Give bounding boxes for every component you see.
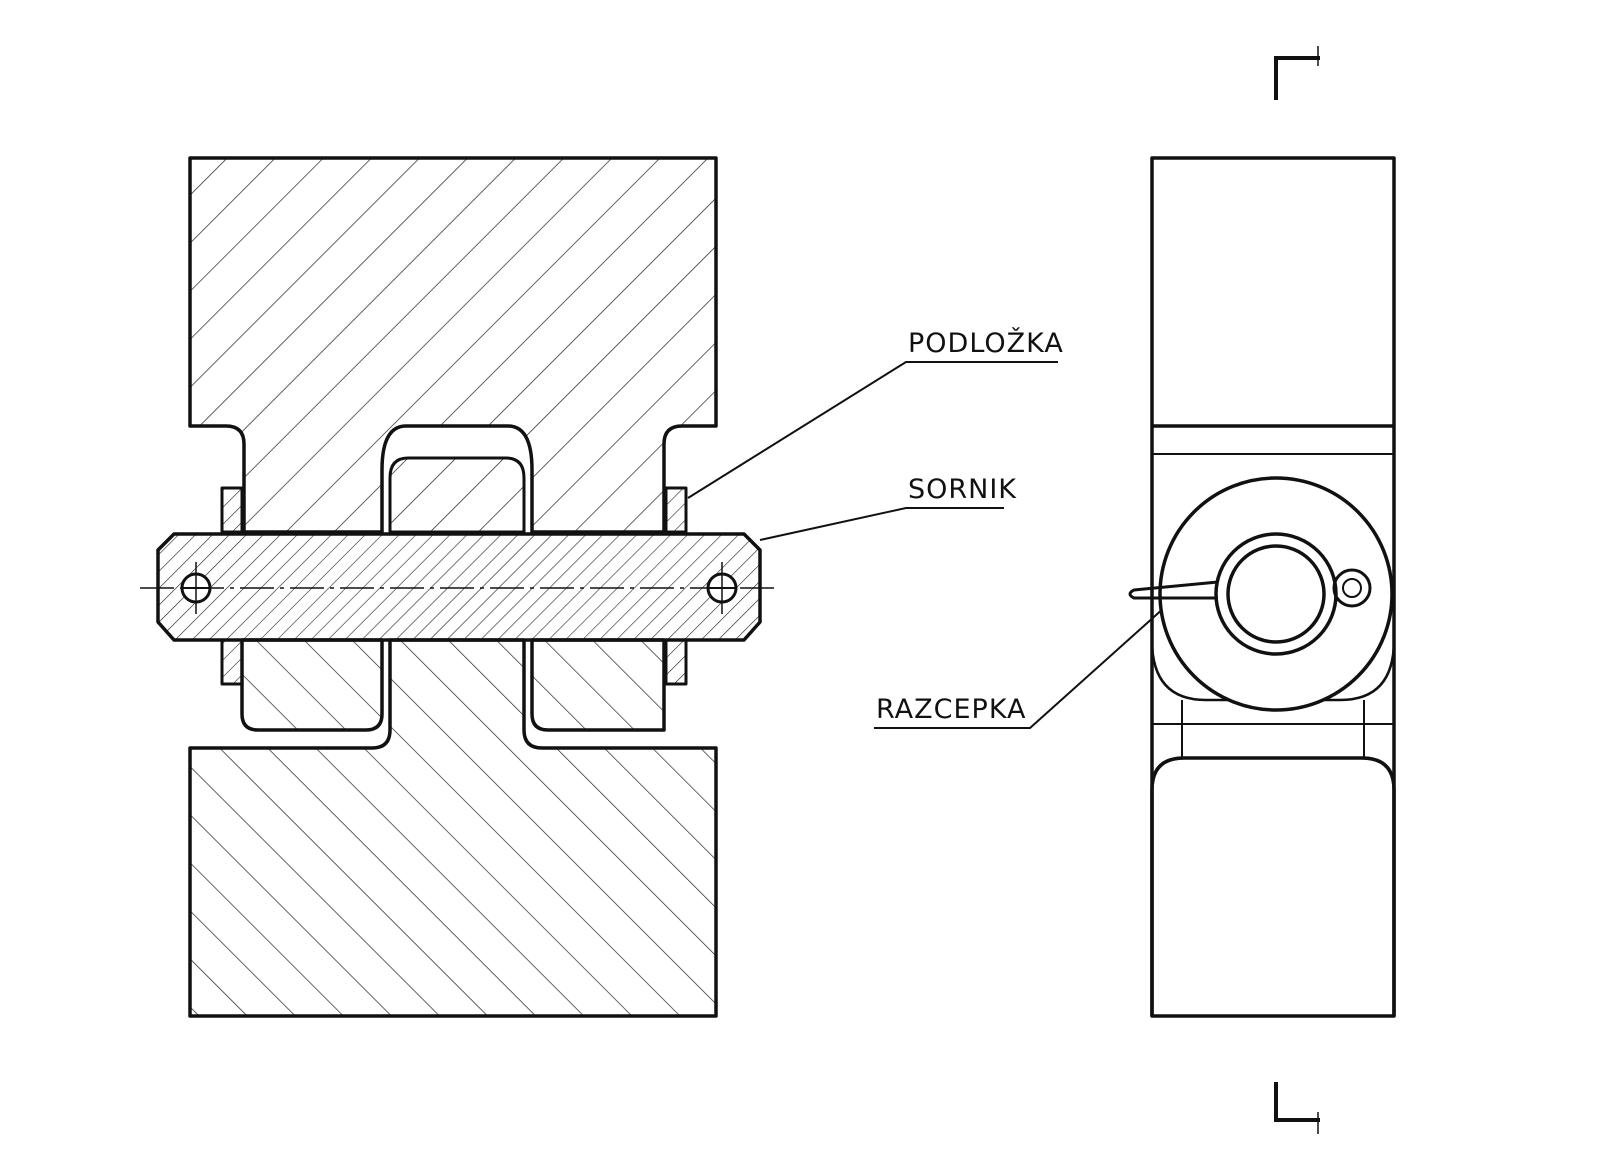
washer-right-bottom: [664, 638, 688, 686]
label-cotter-pin: RAZCEPKA: [876, 694, 1027, 725]
section-mark-bottom: [1274, 1082, 1320, 1122]
side-cotter-eye: [1332, 568, 1372, 608]
upper-tongue: [388, 456, 526, 534]
label-washer: PODLOŽKA: [908, 327, 1064, 359]
section-mark-top: [1274, 56, 1320, 100]
section-marks: [1274, 46, 1320, 1134]
lower-tongue: [240, 638, 384, 732]
leader-cotter: [874, 589, 1185, 729]
side-cotter-leg: [1128, 580, 1219, 600]
side-washer-outer: [1158, 476, 1394, 712]
upper-fork-body: [188, 156, 718, 534]
washer-right-top: [664, 486, 688, 534]
leader-pin: [759, 507, 1004, 541]
side-lower-lug: [1150, 756, 1396, 1016]
washer-left-top: [220, 486, 244, 534]
section-view: [140, 156, 776, 1018]
side-view: [1128, 156, 1396, 1018]
leader-washer: [687, 361, 1058, 499]
washer-left-bottom: [220, 638, 244, 686]
side-pin-inner: [1226, 544, 1326, 644]
label-pin: SORNIK: [908, 474, 1017, 505]
lower-tongue-right: [530, 638, 666, 732]
pin-body: [156, 532, 762, 642]
side-cotter-eye-inner: [1342, 578, 1362, 598]
leader-lines: [687, 361, 1185, 729]
